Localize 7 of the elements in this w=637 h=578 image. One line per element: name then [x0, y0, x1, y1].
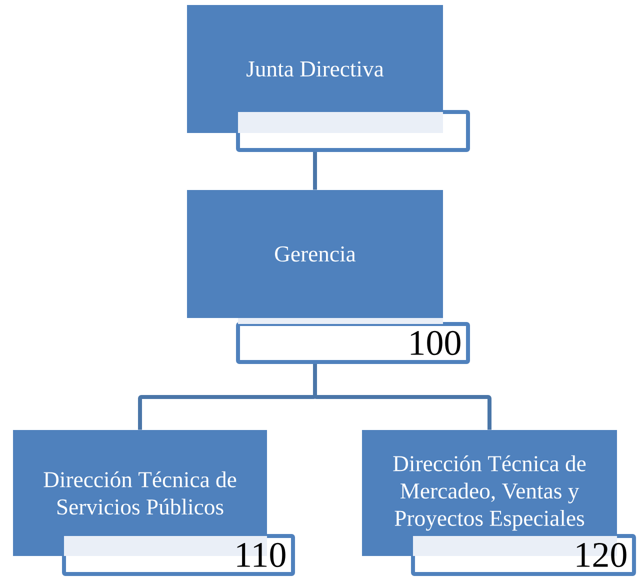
number-box: 100 — [236, 318, 470, 364]
number-box: 110 — [62, 534, 295, 576]
org-box: Gerencia — [187, 190, 443, 318]
connector-line — [313, 364, 492, 430]
number-box — [236, 110, 470, 152]
number-box: 120 — [411, 534, 636, 576]
connector-line — [313, 152, 317, 190]
